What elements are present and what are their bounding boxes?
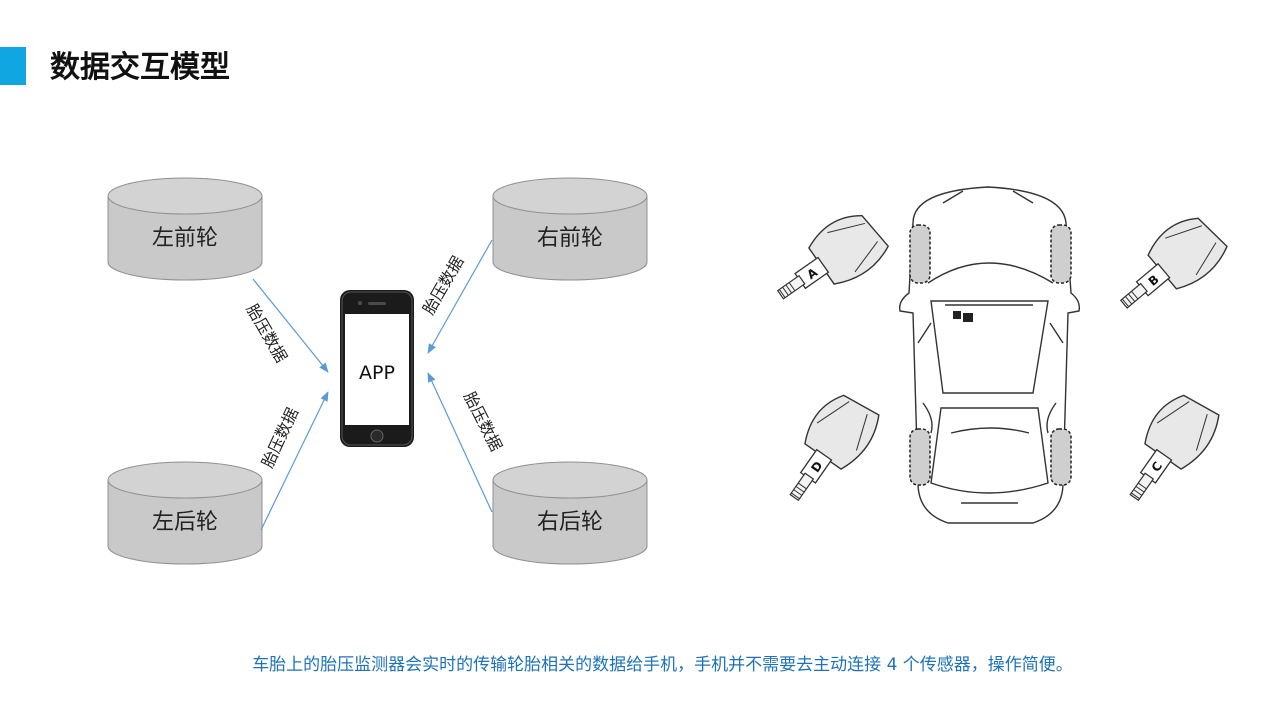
phone-app-label: APP	[359, 362, 395, 384]
sensor-c: C	[1129, 394, 1220, 502]
phone-node: APP	[340, 290, 414, 447]
sensor-a: A	[776, 215, 890, 300]
arrow-rear-left-to-app	[260, 391, 329, 531]
arrow-front-right-to-app	[427, 239, 493, 354]
sensor-b: B	[1119, 217, 1228, 309]
slide-caption: 车胎上的胎压监测器会实时的传输轮胎相关的数据给手机，手机并不需要去主动连接 4 …	[252, 655, 1073, 675]
car-tpms-svg: A B D C	[776, 186, 1228, 524]
page-title: 数据交互模型	[50, 50, 230, 85]
title-accent-bar	[0, 47, 26, 85]
edge-label-front-right: 胎压数据	[419, 253, 467, 318]
arrow-rear-right-to-app	[427, 372, 493, 513]
rear-right-wheel-label: 右后轮	[537, 510, 603, 535]
car-outline	[899, 186, 1081, 524]
edge-label-rear-left: 胎压数据	[258, 405, 302, 471]
edge-label-rear-right: 胎压数据	[460, 389, 506, 455]
rear-left-wheel-label: 左后轮	[152, 510, 218, 535]
rear-left-wheel-node: 左后轮	[107, 461, 263, 565]
car-tpms-illustration: A B D C	[763, 183, 1241, 535]
front-left-wheel-label: 左前轮	[152, 226, 218, 251]
arrow-front-left-to-app	[252, 278, 329, 373]
sensor-d: D	[789, 394, 880, 502]
front-left-wheel-node: 左前轮	[107, 177, 263, 281]
car-receiver-module-2	[963, 313, 973, 322]
edge-label-front-left: 胎压数据	[243, 301, 291, 366]
front-right-wheel-node: 右前轮	[492, 177, 648, 281]
car-wheels	[909, 224, 1072, 486]
rear-right-wheel-node: 右后轮	[492, 461, 648, 565]
car-receiver-module	[953, 311, 961, 319]
front-right-wheel-label: 右前轮	[537, 226, 603, 251]
